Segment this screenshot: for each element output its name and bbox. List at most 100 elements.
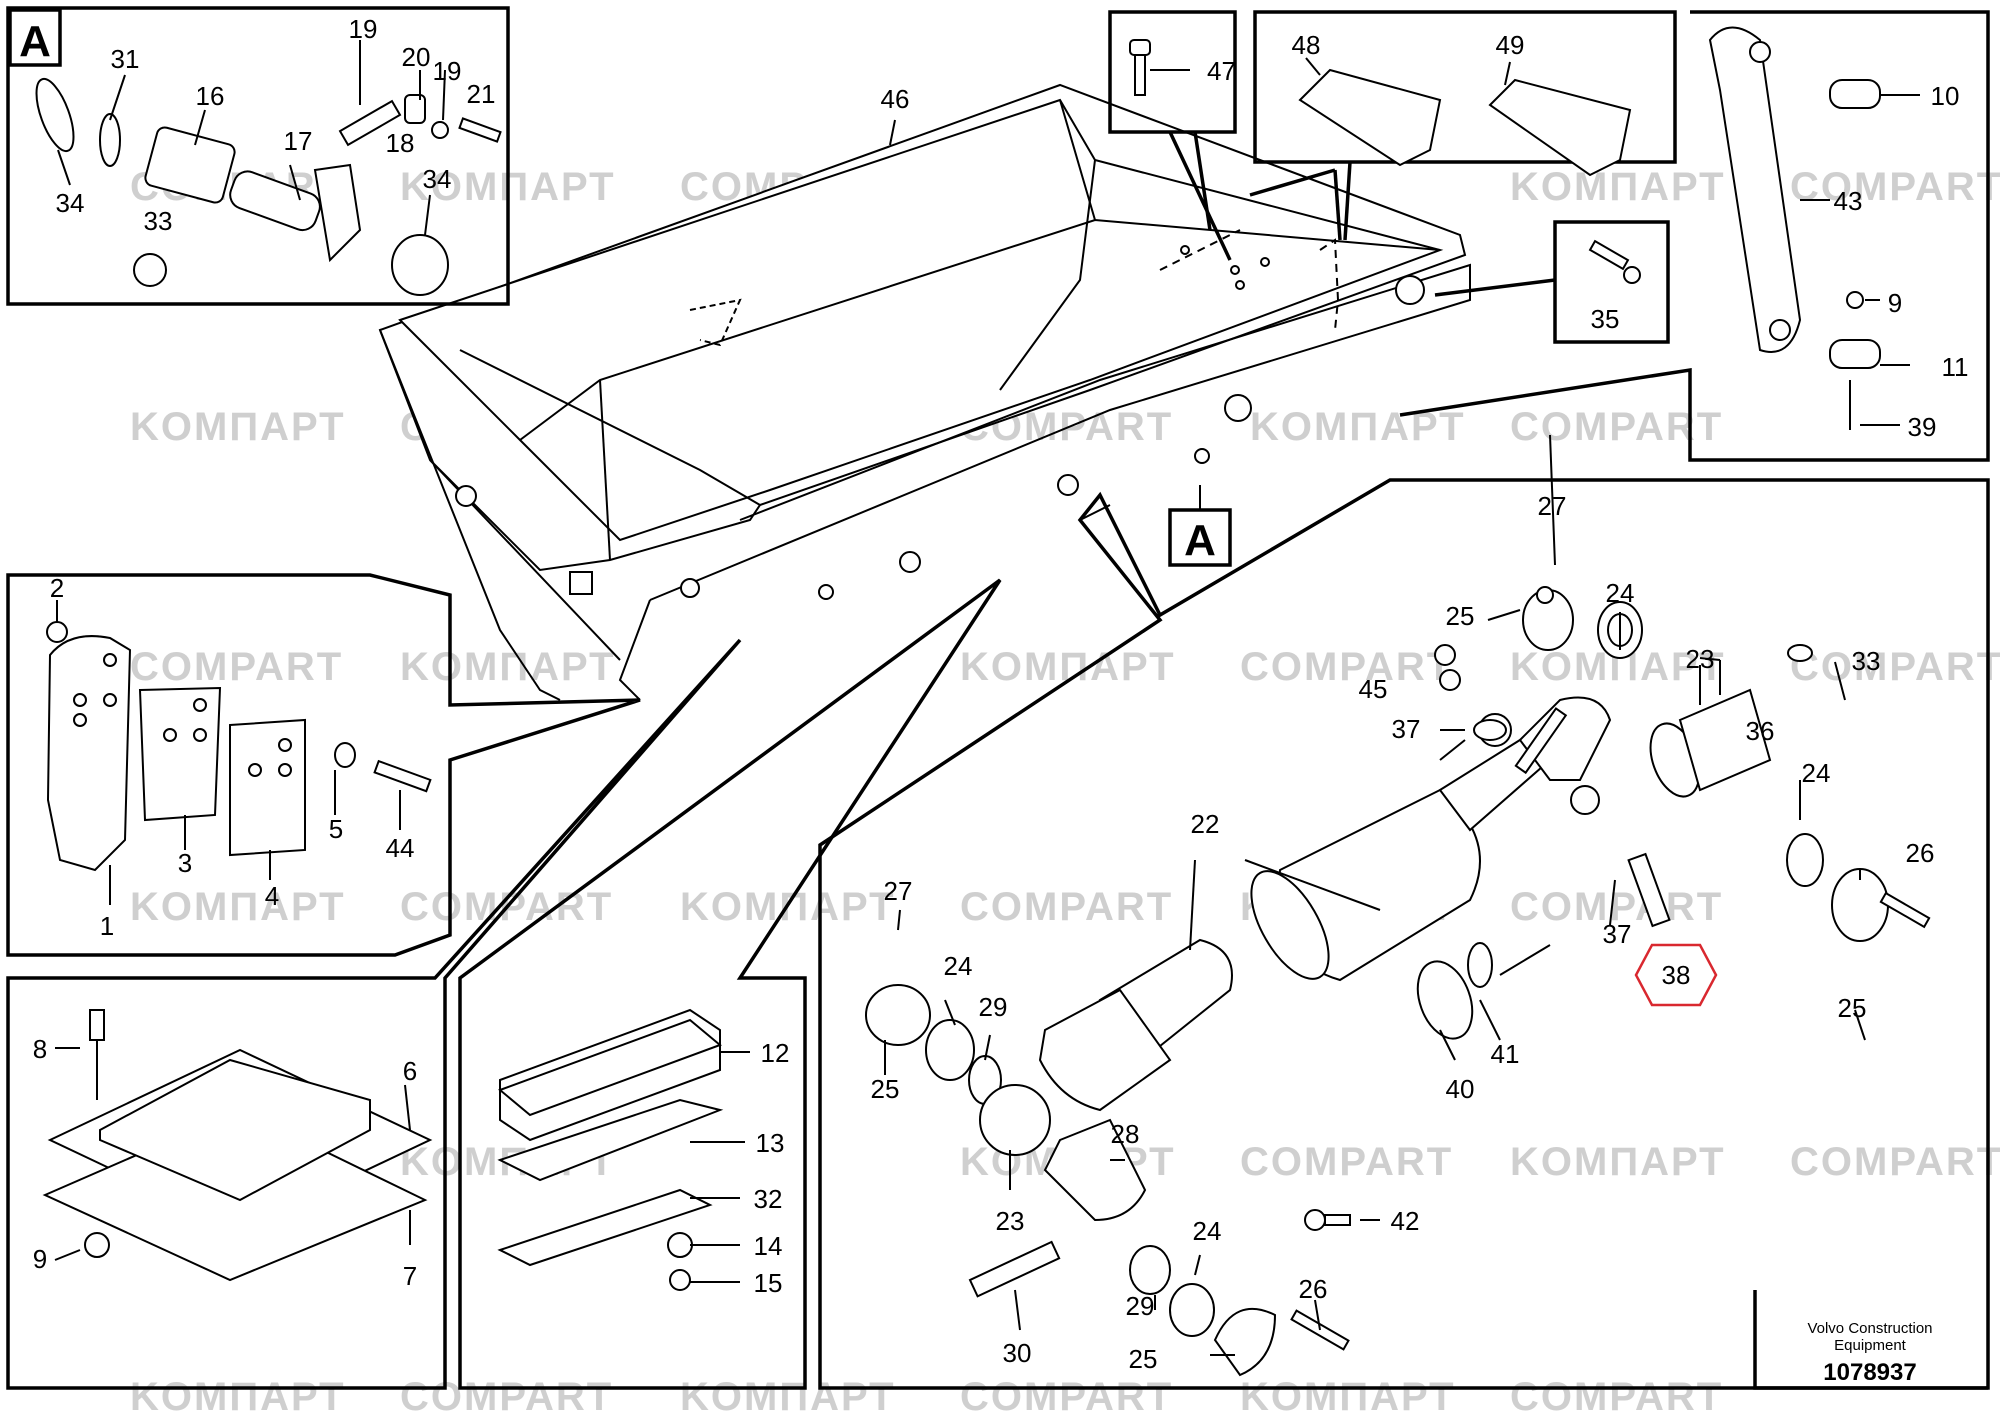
part-label-38[interactable]: 38 (1662, 960, 1691, 990)
part-label-33: 33 (1852, 646, 1881, 676)
part-label-49: 49 (1496, 30, 1525, 60)
part-label-12: 12 (761, 1038, 790, 1068)
detail-box-plates (6, 573, 641, 957)
watermark: COMPART (400, 1375, 613, 1412)
part-label-44: 44 (386, 833, 415, 863)
part-label-46: 46 (881, 84, 910, 114)
watermark: COMPART (1510, 405, 1723, 449)
company-name-line2: Equipment (1834, 1337, 1907, 1354)
part-label-47: 47 (1207, 56, 1236, 86)
detail-box-pads (6, 638, 742, 1390)
part-label-6: 6 (403, 1056, 417, 1086)
part-label-30: 30 (1003, 1338, 1032, 1368)
part-label-25: 25 (1446, 601, 1475, 631)
watermark: KOMПАРТ (130, 1375, 346, 1412)
part-label-24: 24 (944, 951, 973, 981)
detail-box-47 (1108, 10, 1237, 261)
part-label-15: 15 (754, 1268, 783, 1298)
part-label-34: 34 (423, 164, 452, 194)
part-label-29: 29 (1126, 1291, 1155, 1321)
part-label-45: 45 (1359, 674, 1388, 704)
detail-box-cylinder (818, 434, 1990, 1390)
part-label-21: 21 (467, 79, 496, 109)
part-label-33: 33 (144, 206, 173, 236)
part-label-26: 26 (1906, 838, 1935, 868)
detail-box-link (1399, 10, 1990, 462)
part-label-40: 40 (1446, 1074, 1475, 1104)
part-label-35: 35 (1591, 304, 1620, 334)
part-label-18: 18 (386, 128, 415, 158)
part-label-25: 25 (1129, 1344, 1158, 1374)
watermark: COMPART (1790, 1140, 2000, 1184)
part-label-27: 27 (1538, 491, 1567, 521)
part-label-3: 3 (178, 848, 192, 878)
part-label-1: 1 (100, 911, 114, 941)
callout-letter: A (19, 17, 51, 66)
watermark: COMPART (1790, 645, 2000, 689)
watermark: KOMПАРТ (400, 645, 616, 689)
part-label-25: 25 (871, 1074, 900, 1104)
part-label-13: 13 (756, 1128, 785, 1158)
part-label-48: 48 (1292, 30, 1321, 60)
watermark: KOMПАРТ (680, 1375, 896, 1412)
part-label-7: 7 (403, 1261, 417, 1291)
part-label-37: 37 (1392, 714, 1421, 744)
watermark: COMPART (130, 645, 343, 689)
part-label-8: 8 (33, 1034, 47, 1064)
dump-body (378, 83, 1471, 701)
part-label-29: 29 (979, 992, 1008, 1022)
part-label-36: 36 (1746, 716, 1775, 746)
part-label-43: 43 (1834, 186, 1863, 216)
part-label-24: 24 (1193, 1216, 1222, 1246)
part-label-5: 5 (329, 814, 343, 844)
part-label-19: 19 (349, 14, 378, 44)
part-label-41: 41 (1491, 1039, 1520, 1069)
watermark: KOMПАРТ (1240, 1375, 1456, 1412)
part-label-27: 27 (884, 876, 913, 906)
part-label-11: 11 (1942, 352, 1969, 382)
part-label-9: 9 (33, 1244, 47, 1274)
part-label-28: 28 (1111, 1119, 1140, 1149)
watermark: KOMПАРТ (1510, 1140, 1726, 1184)
company-name: Volvo Construction (1807, 1320, 1932, 1337)
watermark: COMPART (1240, 1140, 1453, 1184)
drawing-number: 1078937 (1823, 1359, 1916, 1386)
detail-box-a: A (6, 6, 510, 306)
watermark: COMPART (1510, 1375, 1723, 1412)
part-label-32: 32 (754, 1184, 783, 1214)
watermark: COMPART (1790, 165, 2000, 209)
part-label-39: 39 (1908, 412, 1937, 442)
detail-box-35 (1434, 220, 1670, 344)
part-label-14: 14 (754, 1231, 783, 1261)
part-label-10: 10 (1931, 81, 1960, 111)
callout-letter: A (1184, 516, 1216, 565)
watermark: COMPART (1240, 645, 1453, 689)
title-block: Volvo Construction Equipment 1078937 (1753, 1290, 1988, 1390)
detail-box-48-49 (1249, 10, 1677, 241)
part-label-24: 24 (1802, 758, 1831, 788)
part-label-42: 42 (1391, 1206, 1420, 1236)
part-label-20: 20 (402, 42, 431, 72)
part-label-23: 23 (996, 1206, 1025, 1236)
part-label-22: 22 (1191, 809, 1220, 839)
part-label-4: 4 (265, 881, 279, 911)
watermark: KOMПАРТ (130, 885, 346, 929)
part-label-23: 23 (1686, 644, 1715, 674)
watermark: COMPART (960, 1375, 1173, 1412)
part-label-9: 9 (1888, 288, 1902, 318)
watermark: KOMПАРТ (130, 405, 346, 449)
part-label-25: 25 (1838, 993, 1867, 1023)
detail-box-blocks (458, 578, 1002, 1390)
highlighted-part-38[interactable]: 38 (1634, 943, 1718, 1007)
part-label-17: 17 (284, 126, 313, 156)
part-label-16: 16 (196, 81, 225, 111)
watermark: COMPART (960, 885, 1173, 929)
callout-a-marker: A (1168, 485, 1232, 567)
part-label-24: 24 (1606, 578, 1635, 608)
part-label-37: 37 (1603, 919, 1632, 949)
part-label-19: 19 (433, 56, 462, 86)
part-label-31: 31 (111, 44, 140, 74)
part-label-34: 34 (56, 188, 85, 218)
